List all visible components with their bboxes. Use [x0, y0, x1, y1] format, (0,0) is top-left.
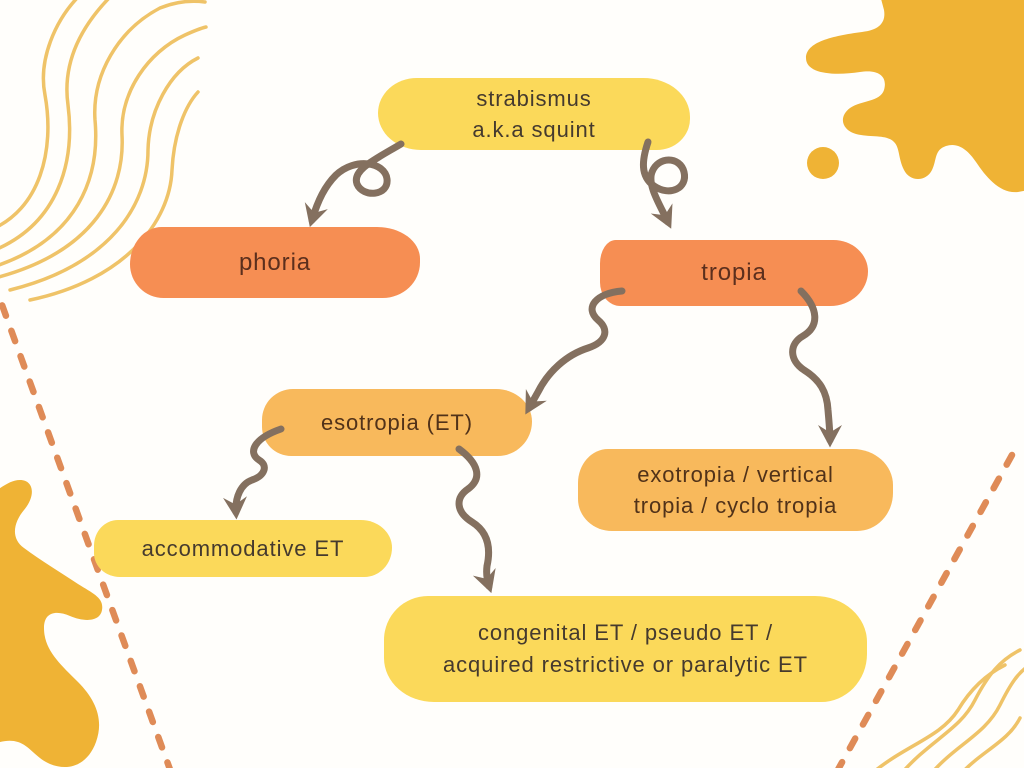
node-exotropia-line1: exotropia / vertical — [637, 462, 834, 487]
node-strabismus: strabismus a.k.a squint — [378, 78, 690, 150]
node-phoria-label: phoria — [238, 248, 312, 276]
node-exotropia-line2: tropia / cyclo tropia — [633, 493, 838, 518]
wavy-lines-bottom-right-icon — [875, 648, 1024, 768]
wavy-lines-top-left-icon — [0, 0, 208, 302]
node-phoria: phoria — [130, 227, 420, 298]
node-accommodative-et: accommodative ET — [94, 520, 392, 577]
paint-splat-top-right-icon — [806, 0, 1024, 193]
node-exotropia: exotropia / vertical tropia / cyclo trop… — [578, 449, 893, 531]
node-congenital-et-line2: acquired restrictive or paralytic ET — [443, 652, 808, 677]
dashed-line-bottom-right — [835, 451, 1016, 768]
node-congenital-et: congenital ET / pseudo ET / acquired res… — [384, 596, 867, 702]
node-strabismus-line2: a.k.a squint — [472, 117, 596, 142]
node-strabismus-line1: strabismus — [476, 86, 592, 111]
node-congenital-et-line1: congenital ET / pseudo ET / — [478, 620, 773, 645]
node-tropia: tropia — [600, 240, 868, 306]
dashed-lines-icon — [0, 289, 1016, 768]
node-esotropia: esotropia (ET) — [262, 389, 532, 456]
node-tropia-label: tropia — [701, 259, 767, 286]
node-esotropia-label: esotropia (ET) — [321, 409, 473, 435]
paint-dot-icon — [807, 147, 839, 179]
paint-splat-bottom-left-icon — [0, 480, 103, 767]
dashed-line-left — [0, 289, 173, 768]
node-accommodative-et-label: accommodative ET — [141, 535, 345, 561]
